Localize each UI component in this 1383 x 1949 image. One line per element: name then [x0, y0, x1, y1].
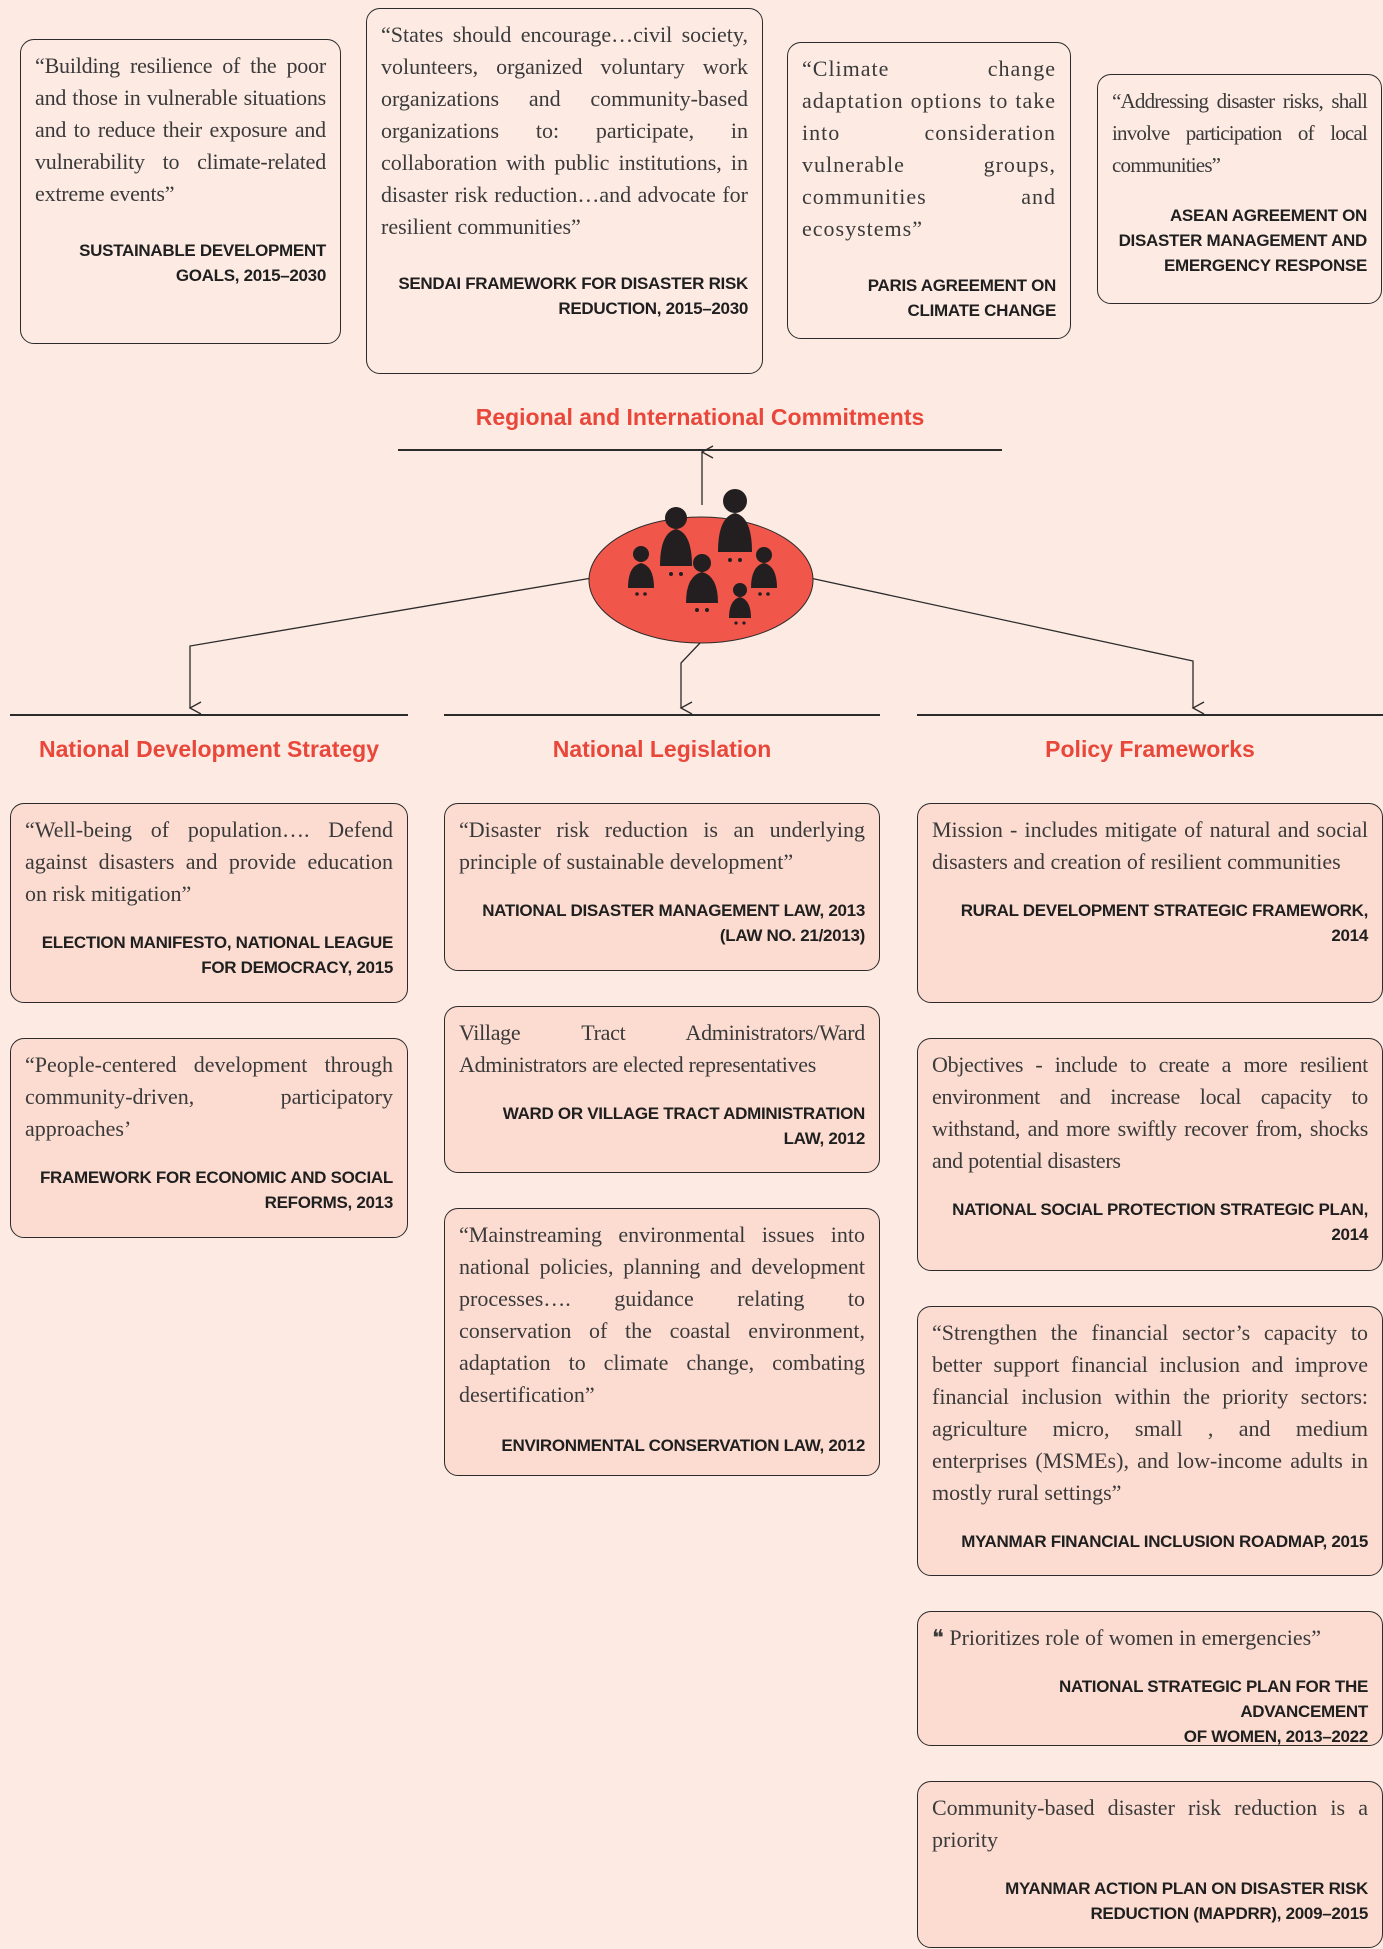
community-people-icon: [588, 489, 814, 644]
policy-item-rural-development: Mission - includes mitigate of natural a…: [917, 803, 1383, 1003]
national-development-heading: National Development Strategy: [39, 736, 379, 762]
quote-text: “Strengthen the financial sector’s capac…: [932, 1320, 1368, 1505]
source-text: NATIONAL STRATEGIC PLAN FOR THE ADVANCEM…: [1059, 1677, 1368, 1746]
national-legislation-heading: National Legislation: [552, 736, 772, 762]
policy-item-financial-inclusion: “Strengthen the financial sector’s capac…: [917, 1306, 1383, 1576]
policy-frameworks-divider: [917, 714, 1383, 716]
policy-frameworks-heading: Policy Frameworks: [1045, 736, 1255, 762]
policy-item-mapdrr: Community-based disaster risk reduction …: [917, 1781, 1383, 1948]
quote-text: “Addressing disaster risks, shall involv…: [1112, 89, 1368, 177]
quote-text: “Disaster risk reduction is an underlyin…: [459, 817, 865, 874]
quote-text: ❝ Prioritizes role of women in emergenci…: [932, 1625, 1321, 1650]
national-development-item-manifesto: “Well-being of population…. Defend again…: [10, 803, 408, 1003]
national-development-divider: [10, 714, 408, 716]
regional-item-sdg: “Building resilience of the poor and tho…: [20, 39, 341, 344]
national-legislation-divider: [444, 714, 880, 716]
regional-item-sendai: “States should encourage…civil society, …: [366, 8, 763, 374]
quote-text: “Well-being of population…. Defend again…: [25, 817, 393, 906]
quote-text: Village Tract Administrators/Ward Admini…: [459, 1020, 865, 1077]
regional-divider: [398, 449, 1002, 451]
arrow-to-policy-frameworks: [809, 577, 1205, 715]
national-legislation-item-dm-law: “Disaster risk reduction is an underlyin…: [444, 803, 880, 971]
national-legislation-item-env-law: “Mainstreaming environmental issues into…: [444, 1208, 880, 1476]
regional-heading: Regional and International Commitments: [475, 404, 925, 430]
source-text: RURAL DEVELOPMENT STRATEGIC FRAMEWORK,20…: [960, 901, 1369, 945]
source-text: NATIONAL DISASTER MANAGEMENT LAW, 2013(L…: [482, 901, 865, 945]
quote-text: “Building resilience of the poor and tho…: [35, 53, 326, 206]
source-text: ENVIRONMENTAL CONSERVATION LAW, 2012: [501, 1436, 865, 1455]
quote-text: “States should encourage…civil society, …: [381, 22, 748, 239]
national-legislation-item-ward-law: Village Tract Administrators/Ward Admini…: [444, 1006, 880, 1173]
source-text: NATIONAL SOCIAL PROTECTION STRATEGIC PLA…: [952, 1200, 1368, 1244]
policy-item-social-protection: Objectives - include to create a more re…: [917, 1038, 1383, 1271]
arrow-to-national-legislation: [679, 642, 701, 715]
policy-item-women-advancement: ❝ Prioritizes role of women in emergenci…: [917, 1611, 1383, 1746]
arrow-to-national-development: [188, 577, 593, 715]
source-text: MYANMAR FINANCIAL INCLUSION ROADMAP, 201…: [961, 1532, 1368, 1551]
quote-text: Community-based disaster risk reduction …: [932, 1795, 1368, 1852]
quote-text: Mission - includes mitigate of natural a…: [932, 817, 1368, 874]
regional-item-asean: “Addressing disaster risks, shall involv…: [1097, 74, 1382, 304]
national-development-item-reforms: “People-centered development through com…: [10, 1038, 408, 1238]
quote-text: Objectives - include to create a more re…: [932, 1052, 1368, 1173]
regional-item-paris: “Climate change adaptation options to ta…: [787, 42, 1071, 339]
quote-text: “People-centered development through com…: [25, 1052, 393, 1141]
quote-text: “Climate change adaptation options to ta…: [802, 56, 1056, 241]
quote-text: “Mainstreaming environmental issues into…: [459, 1222, 865, 1407]
